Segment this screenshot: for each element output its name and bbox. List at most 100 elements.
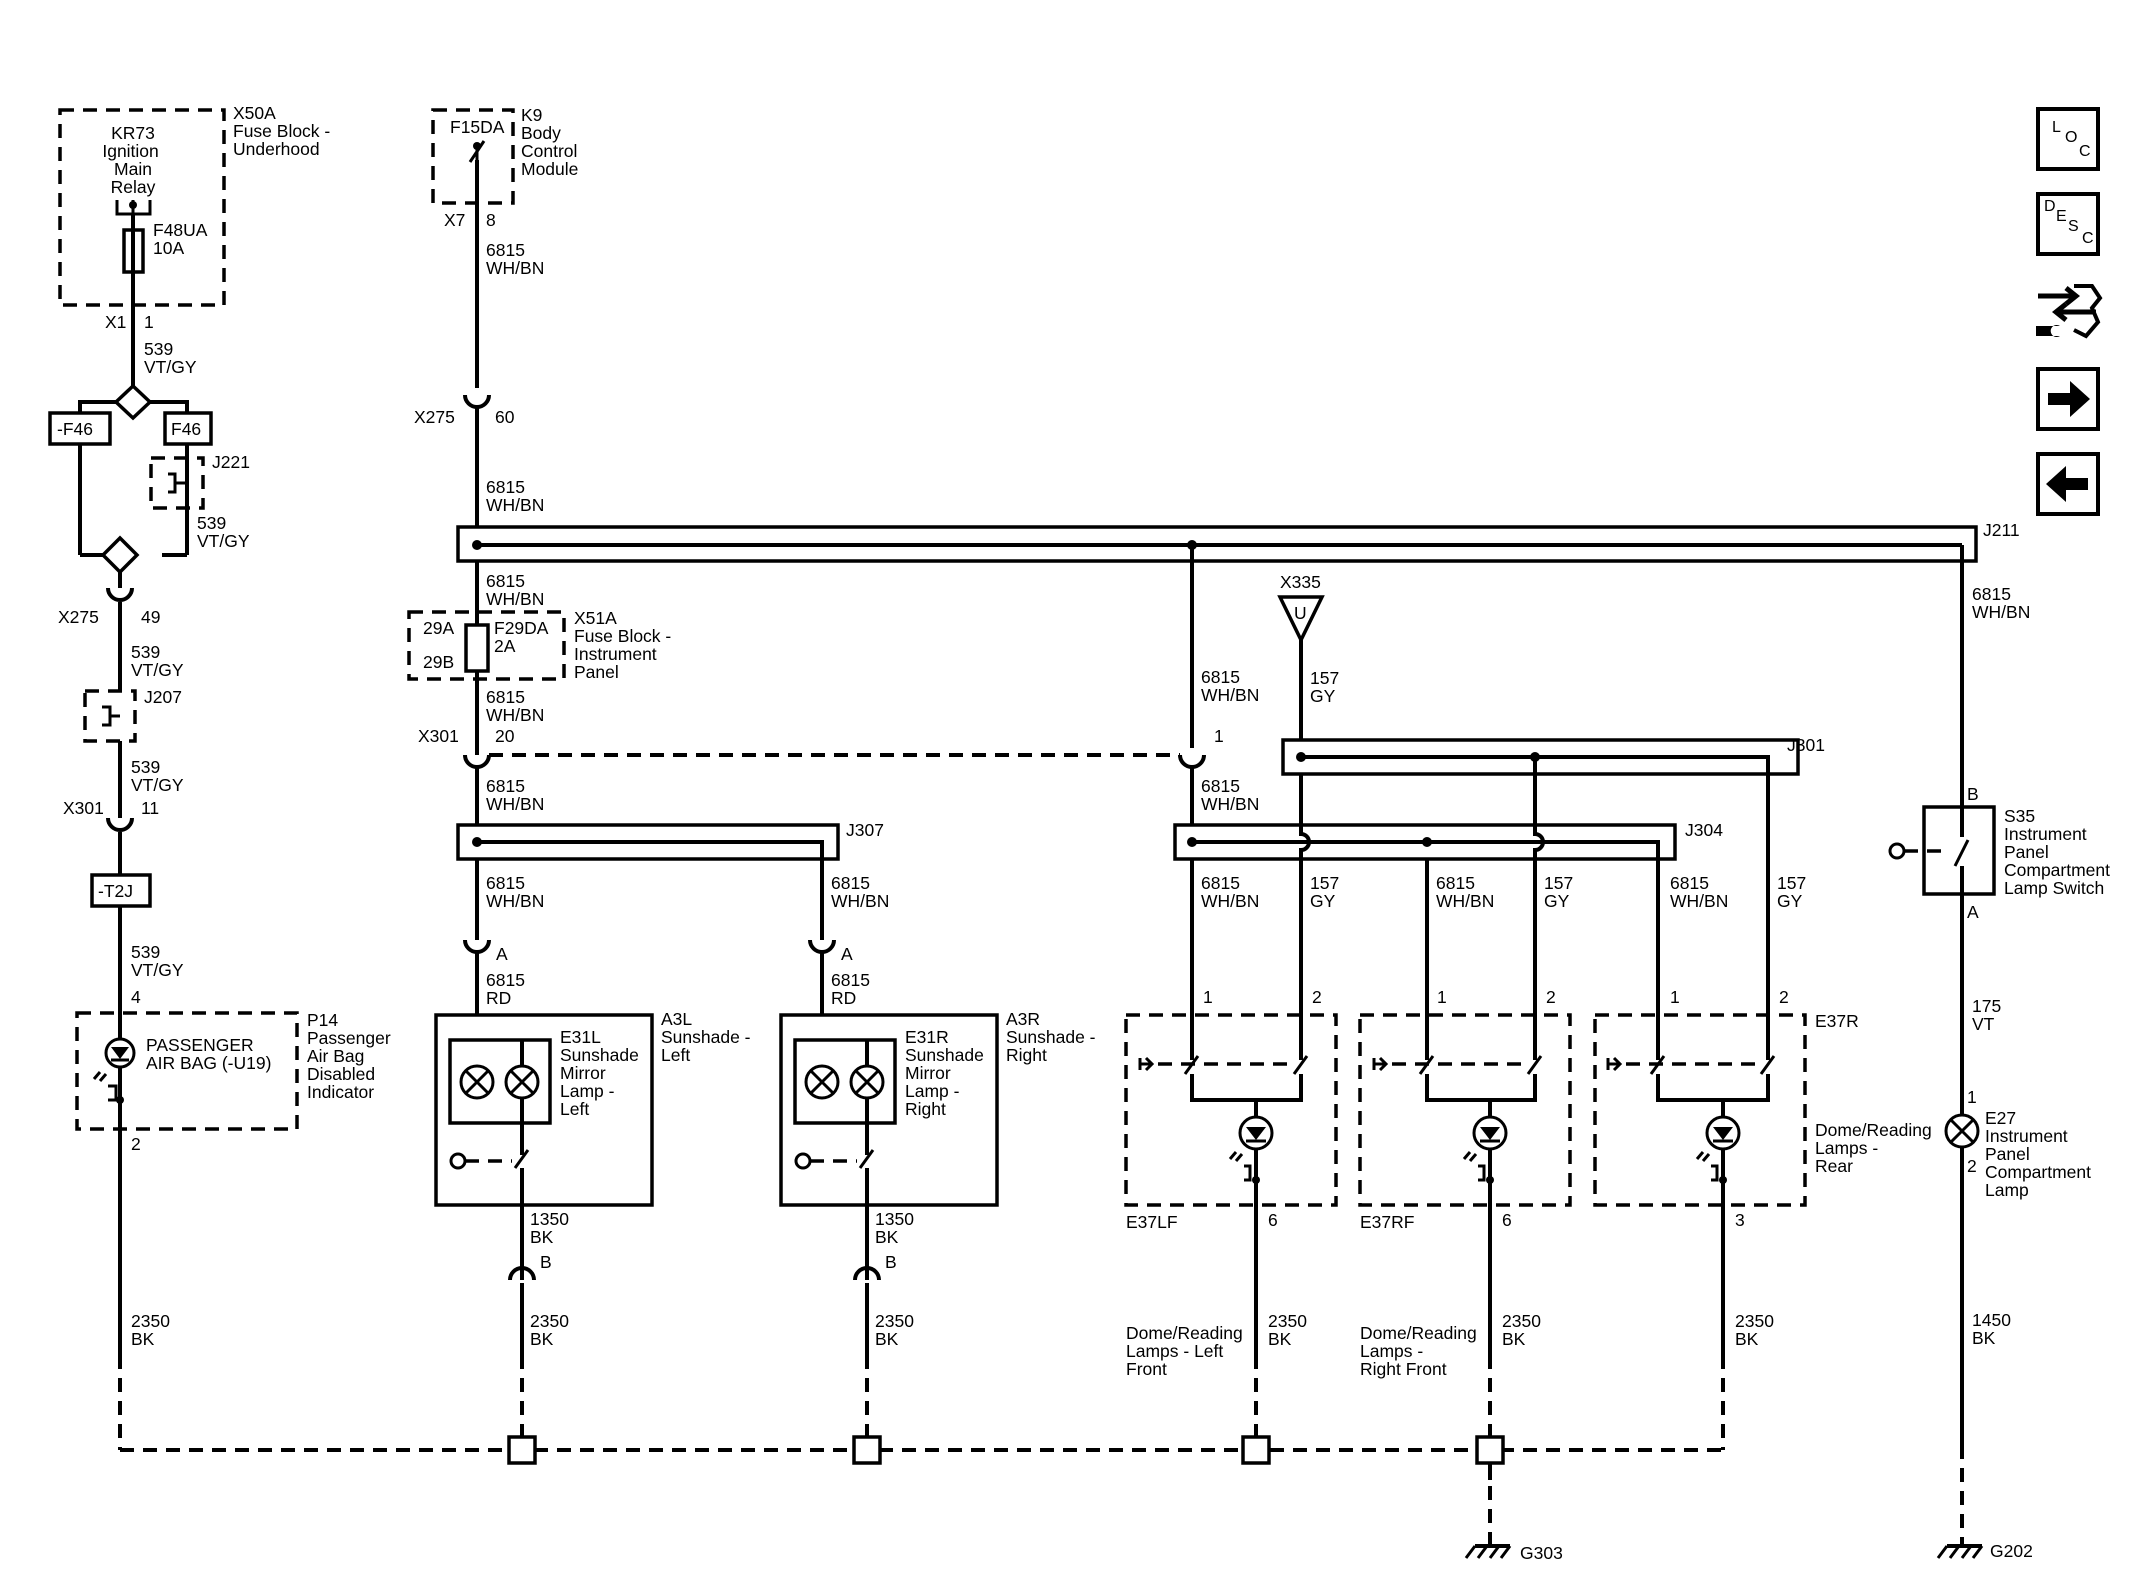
lamp-bulb-icon (459, 1064, 495, 1100)
t2j-option-box (90, 873, 152, 908)
e37r-label: E37R (1815, 1011, 1859, 1031)
x275-connector-icon (106, 587, 134, 602)
j301-label: J301 (1787, 735, 1825, 755)
connector-b-left-icon (508, 1266, 536, 1281)
f29da-fuse-icon (464, 623, 490, 673)
ground-splice-square (507, 1435, 537, 1465)
t2j-label: -T2J (98, 881, 133, 901)
dome-lamp-rear (1593, 1013, 1807, 1450)
pin-1-label: 1 (1437, 987, 1447, 1007)
pin-11-label: 11 (141, 798, 159, 818)
j221-label: J221 (212, 452, 250, 472)
pin-6-label: 6 (1502, 1210, 1512, 1230)
previous-page-button[interactable] (2036, 452, 2100, 516)
led-lamp-icon (1695, 1115, 1741, 1184)
pin-1-label: 1 (1670, 987, 1680, 1007)
dome-lamp-right-front (1358, 1013, 1572, 1480)
nav-loc-letter: O (2065, 129, 2078, 146)
nav-desc-letter: E (2056, 208, 2067, 225)
p14-indicator-outline (75, 1011, 299, 1131)
x1-label: X1 (105, 312, 126, 332)
arrow-left-icon (2046, 466, 2088, 502)
led-lamp-icon (1228, 1115, 1274, 1184)
connector-b-label: B (540, 1252, 552, 1272)
pin-1-label: 1 (1214, 726, 1224, 746)
j221-jumper-icon (168, 472, 187, 494)
x51a-fuse-block-outline (407, 610, 566, 681)
connector-b-label: B (885, 1252, 897, 1272)
connector-b-right-icon (853, 1266, 881, 1281)
nav-loc-button[interactable]: L O C (2036, 107, 2100, 171)
ground-g202-icon (1936, 1540, 1984, 1559)
connector-a-label: A (841, 944, 853, 964)
ground-splice-square (1241, 1435, 1271, 1465)
x335-label: X335 (1280, 572, 1321, 592)
pin-4-label: 4 (131, 987, 141, 1007)
dome-lamps-feed (1173, 545, 1800, 1060)
f46-option-box (163, 411, 213, 446)
service-connector-icon[interactable] (2030, 278, 2104, 344)
pin-2-label: 2 (1967, 1156, 1977, 1176)
pin-2-label: 2 (1546, 987, 1556, 1007)
x275-60-connector-icon (463, 394, 491, 409)
switch-actuator-icon (1888, 842, 1906, 860)
j207-jumper-outline (83, 689, 137, 743)
e37lf-outline (1124, 1013, 1338, 1207)
j207-jumper-icon (102, 705, 120, 727)
pin-20-label: 20 (495, 726, 515, 746)
splice-diamond-bottom (100, 535, 140, 575)
j221-jumper-outline (149, 456, 205, 510)
pin-2-label: 2 (1779, 987, 1789, 1007)
arrow-right-icon (2048, 381, 2090, 417)
x335-u-label: U (1294, 603, 1307, 623)
x301-connector-icon (106, 817, 134, 832)
g202-label: G202 (1990, 1541, 2033, 1561)
k9-bcm-outline (431, 108, 515, 205)
ground-bus (120, 1435, 1984, 1559)
nav-desc-button[interactable]: D E S C (2036, 192, 2100, 256)
pin-6-label: 6 (1268, 1210, 1278, 1230)
x275-label: X275 (414, 407, 455, 427)
e37rf-outline (1358, 1013, 1572, 1207)
x301-label: X301 (418, 726, 459, 746)
connector-a-label: A (496, 944, 508, 964)
next-page-button[interactable] (2036, 367, 2100, 431)
g303-label: G303 (1520, 1543, 1563, 1563)
lamp-bulb-icon (504, 1064, 540, 1100)
column-bcm-feed (407, 108, 1206, 925)
f46-label: F46 (171, 419, 201, 439)
